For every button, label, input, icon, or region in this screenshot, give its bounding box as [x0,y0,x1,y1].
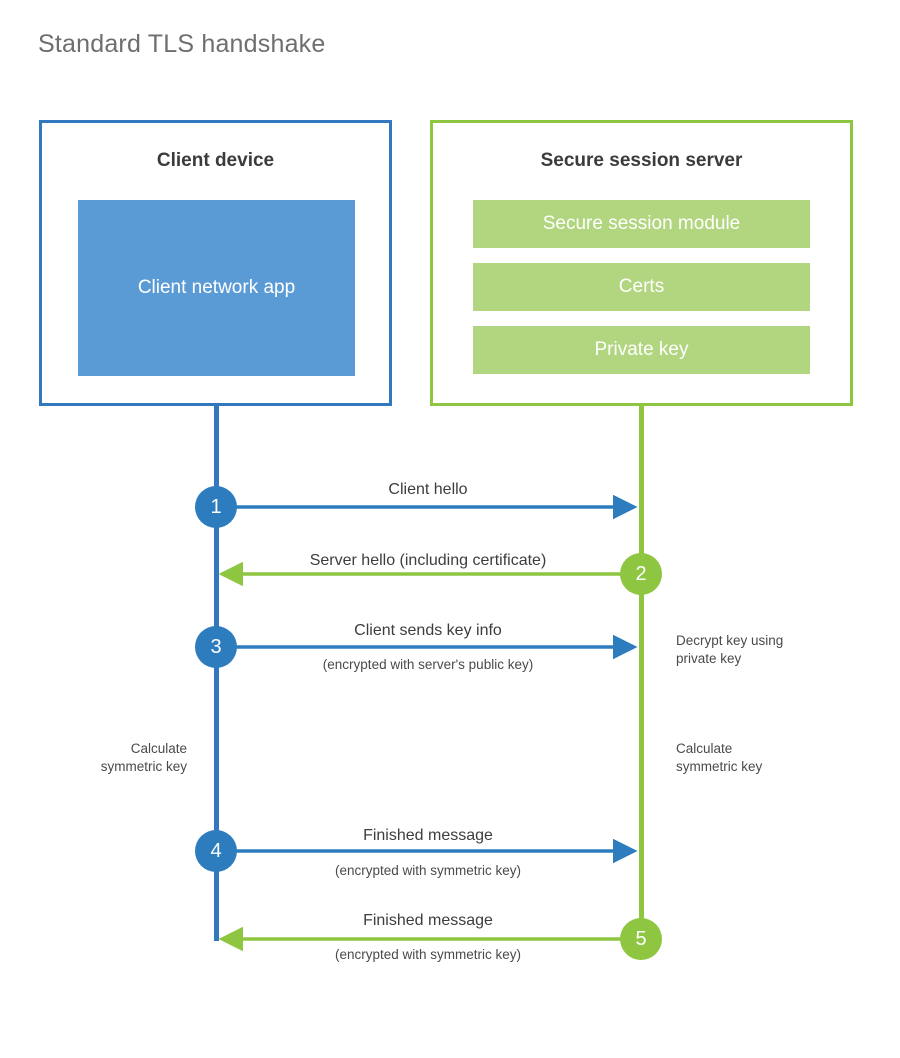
note-decrypt-key: Decrypt key using private key [676,633,784,667]
note-server-calculate-symmetric-key: Calculate symmetric key [676,741,763,775]
step-marker-1[interactable]: 1 [195,486,237,528]
server-lifeline [639,404,644,941]
arrow-label-step-2: Server hello (including certificate) [309,552,547,569]
note-client-calculate-symmetric-key: Calculate symmetric key [100,741,187,775]
client-device-title: Client device [156,150,275,171]
arrow-sublabel-step-5: (encrypted with symmetric key) [334,947,522,962]
arrow-label-step-4: Finished message [363,827,493,844]
client-lifeline [214,404,219,941]
step-marker-4[interactable]: 4 [195,830,237,872]
page-title: Standard TLS handshake [38,30,326,58]
step-number-4: 4 [210,840,222,862]
certs-block: Certs [473,263,810,311]
secure-session-module-block: Secure session module [473,200,810,248]
arrow-label-step-1: Client hello [388,481,468,498]
step-number-3: 3 [210,636,222,658]
client-network-app-block: Client network app [78,200,355,376]
arrow-sublabel-step-3: (encrypted with server's public key) [322,657,534,672]
step-marker-3[interactable]: 3 [195,626,237,668]
step-number-2: 2 [635,563,647,585]
arrow-label-step-3: Client sends key info [354,622,502,639]
secure-session-server-title: Secure session server [540,150,743,171]
step-marker-2[interactable]: 2 [620,553,662,595]
step-number-1: 1 [210,496,222,518]
arrow-label-step-5: Finished message [363,912,493,929]
client-device-panel: Client device Client network app [39,120,392,406]
step-number-5: 5 [635,928,647,950]
private-key-block: Private key [473,326,810,374]
arrow-sublabel-step-4: (encrypted with symmetric key) [334,863,522,878]
step-marker-5[interactable]: 5 [620,918,662,960]
